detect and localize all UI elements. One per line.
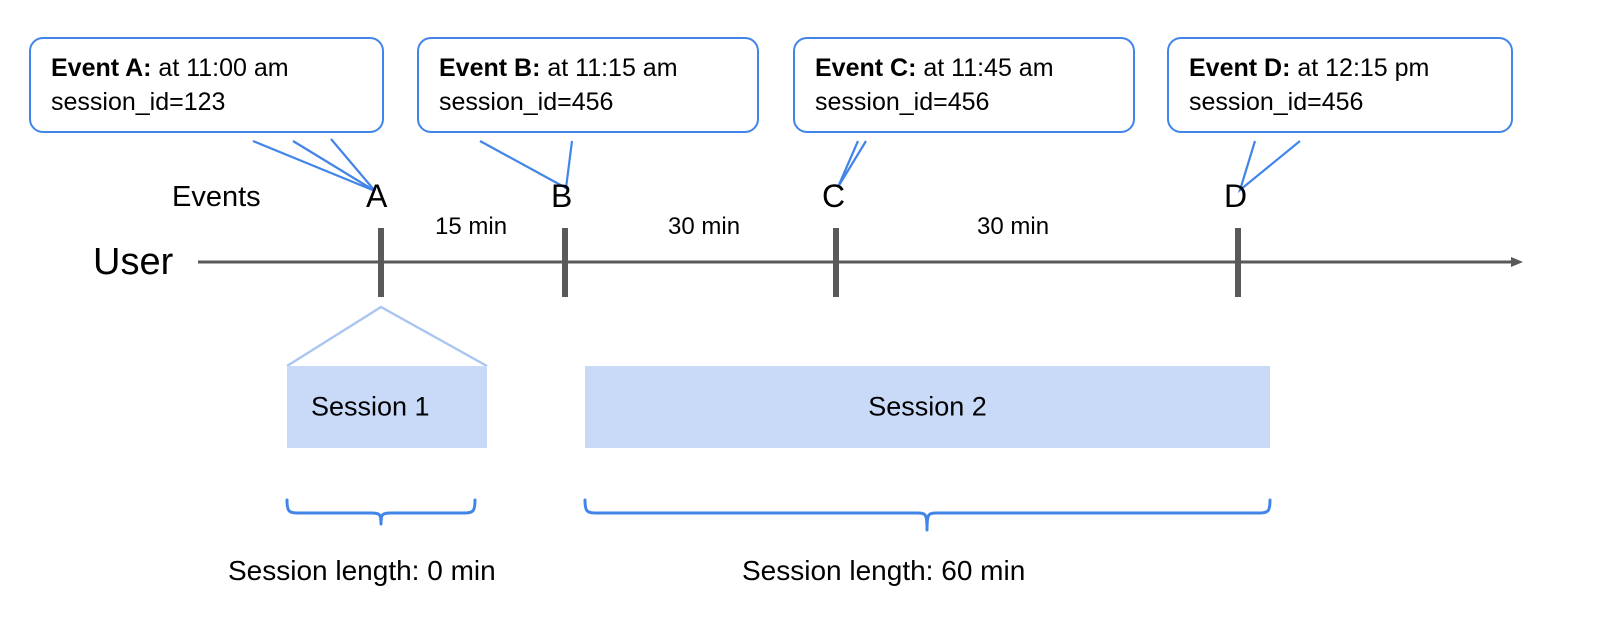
session-bar-1[interactable]: Session 1 — [287, 366, 487, 448]
gap-label-a-b: 15 min — [435, 213, 508, 240]
gap-label-c-d: 30 min — [977, 213, 1050, 240]
callout-d-line2: session_id=456 — [1189, 87, 1364, 116]
gap-label-b-c: 30 min — [668, 213, 741, 240]
session-1-length-caption: Session length: 0 min — [228, 555, 496, 586]
user-row-label: User — [93, 241, 174, 283]
callout-d-line1: Event D: at 12:15 pm — [1189, 54, 1430, 82]
callout-c-line1: Event C: at 11:45 am — [815, 54, 1054, 82]
events-row-label: Events — [172, 181, 261, 213]
callout-event-b[interactable]: Event B: at 11:15 am session_id=456 — [417, 37, 759, 133]
callout-c-line2: session_id=456 — [815, 87, 990, 116]
callout-event-a[interactable]: Event A: at 11:00 am session_id=123 — [29, 37, 384, 133]
session-1-connector — [286, 305, 488, 368]
session-2-brace — [583, 498, 1272, 532]
callout-b-line2: session_id=456 — [439, 87, 614, 116]
callout-event-c[interactable]: Event C: at 11:45 am session_id=456 — [793, 37, 1135, 133]
callout-tail-d — [1237, 140, 1301, 194]
session-2-label: Session 2 — [868, 391, 987, 422]
event-letter-b: B — [551, 178, 573, 214]
event-letter-c: C — [822, 178, 846, 214]
callout-event-d[interactable]: Event D: at 12:15 pm session_id=456 — [1167, 37, 1513, 133]
session-2-length-caption: Session length: 60 min — [742, 555, 1026, 586]
event-letter-a: A — [366, 178, 388, 214]
session-1-label: Session 1 — [311, 391, 430, 422]
event-letter-d: D — [1224, 178, 1248, 214]
callout-a-line1: Event A: at 11:00 am — [51, 54, 289, 82]
session-1-brace — [285, 498, 477, 526]
callout-tail-a — [252, 138, 376, 193]
callout-a-line2: session_id=123 — [51, 87, 226, 116]
callout-b-line1: Event B: at 11:15 am — [439, 54, 678, 82]
session-bar-2[interactable]: Session 2 — [585, 366, 1270, 448]
